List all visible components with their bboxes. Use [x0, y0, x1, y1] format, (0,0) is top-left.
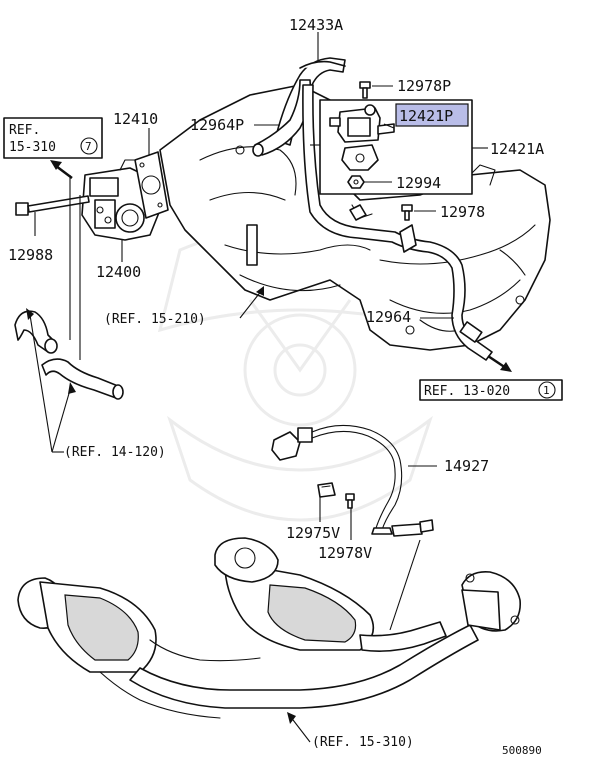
bolt-12978v	[345, 493, 355, 509]
label-12410: 12410	[113, 110, 158, 128]
gasket-12410	[134, 151, 169, 219]
solenoid-valve	[329, 104, 395, 143]
clip-12975v	[317, 482, 336, 498]
ref-15-310-top-line2: 15-310	[9, 140, 56, 155]
ref-13-020-num: 1	[543, 384, 550, 397]
bolt-12978	[401, 204, 413, 221]
label-12988: 12988	[8, 246, 53, 264]
label-12400: 12400	[96, 263, 141, 281]
label-12421a: 12421A	[490, 140, 544, 158]
reference-labels: REF. 15-310 7 (REF. 15-210) REF. 13-020 …	[3, 117, 563, 757]
label-12994: 12994	[396, 174, 441, 192]
ref-15-310-bottom[interactable]: (REF. 15-310)	[312, 735, 414, 750]
label-12978v: 12978V	[318, 544, 372, 562]
clip-fitting	[349, 204, 367, 221]
hose-upper-left	[14, 310, 58, 354]
label-14927: 14927	[444, 457, 489, 475]
ref-15-210[interactable]: (REF. 15-210)	[104, 312, 206, 327]
ref-15-310-top-num: 7	[85, 140, 92, 153]
ref-15-310-top-line1: REF.	[9, 123, 40, 138]
leader-lines	[26, 32, 512, 743]
hose-lower-left	[41, 358, 124, 400]
label-12978p: 12978P	[397, 77, 451, 95]
nut-12994	[347, 175, 365, 189]
exhaust-front-pipe	[17, 537, 522, 719]
ref-box-13-020	[419, 379, 563, 401]
solenoid-bracket	[341, 144, 379, 171]
label-12433a: 12433A	[289, 16, 343, 34]
label-12421p[interactable]: 12421P	[399, 107, 453, 125]
arrow-ref-15-310-top	[50, 160, 73, 179]
label-12978: 12978	[440, 203, 485, 221]
highlight-12421p	[395, 103, 469, 127]
ref-14-120[interactable]: (REF. 14-120)	[64, 445, 166, 460]
label-12964: 12964	[366, 308, 411, 326]
part-labels: 12433A 12978P 12421P 12421A 12964P 12410…	[8, 16, 544, 562]
ref-13-020[interactable]: REF. 13-020	[424, 384, 510, 399]
diagram-id: 500890	[502, 744, 542, 757]
bolt-12988	[15, 195, 90, 216]
bolt-12978p	[359, 81, 371, 99]
solenoid-assembly-box	[319, 99, 473, 195]
label-12975v: 12975V	[286, 524, 340, 542]
label-12964p: 12964P	[190, 116, 244, 134]
oxygen-sensor-14927	[271, 424, 434, 537]
